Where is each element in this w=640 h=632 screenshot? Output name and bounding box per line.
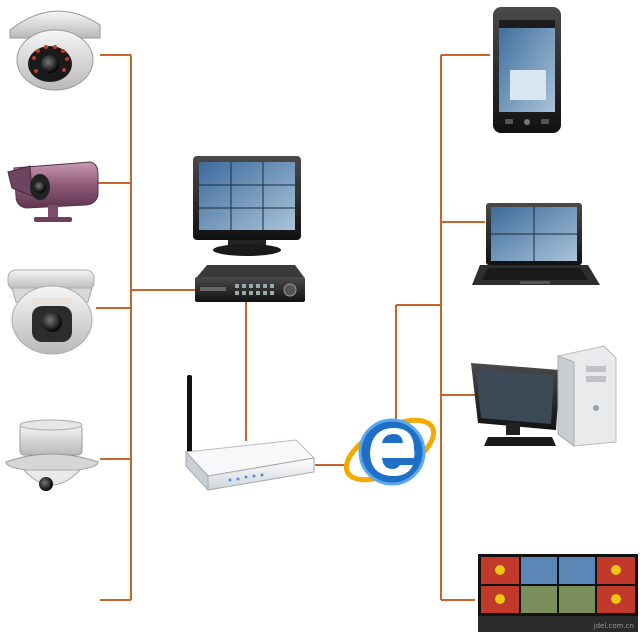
video-wall-icon: [478, 554, 638, 632]
ceiling-dome-camera-icon: [5, 419, 99, 491]
wifi-router-icon: [184, 375, 316, 492]
dvr-recorder-icon: [195, 265, 305, 302]
desktop-computer-icon: [471, 345, 617, 447]
laptop-icon: [472, 203, 600, 285]
bullet-camera-icon: [7, 161, 99, 222]
monitor-icon: [193, 156, 301, 256]
dome-camera-icon: [9, 10, 101, 91]
video-wall-panels: [481, 557, 635, 613]
connection-lines: [96, 54, 490, 601]
smartphone-icon: [493, 7, 561, 133]
watermark-text: jdel.com.cn: [593, 622, 634, 630]
internet-explorer-icon: [343, 417, 437, 486]
speed-dome-camera-icon: [7, 269, 95, 355]
